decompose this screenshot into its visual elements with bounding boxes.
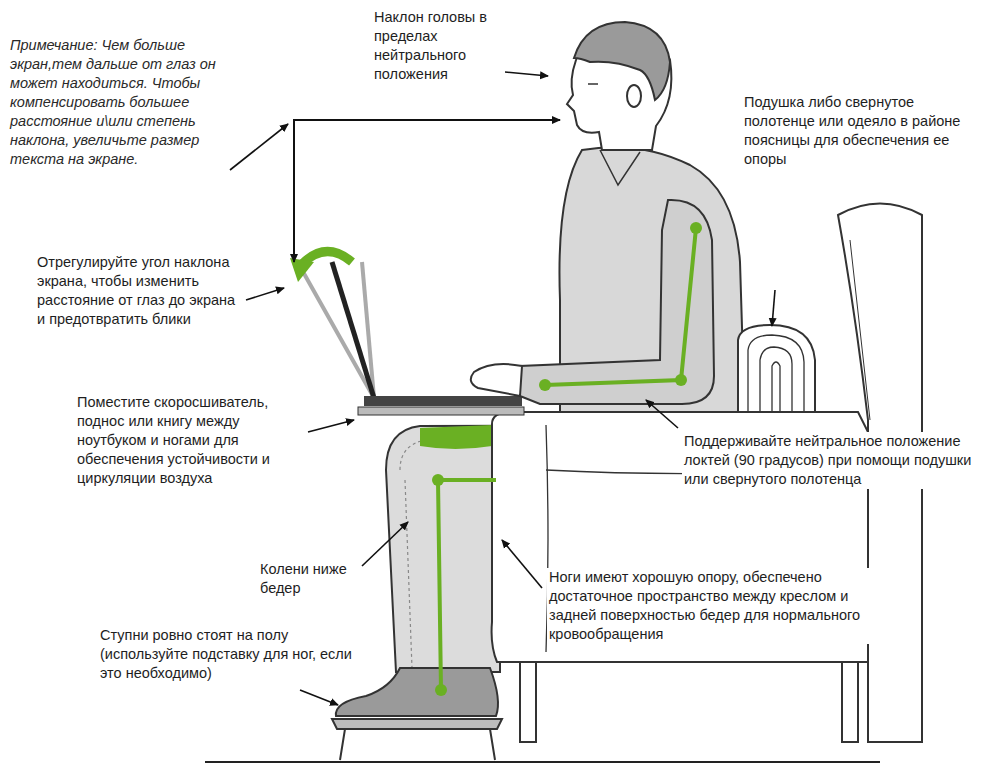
distance-lines-part [293, 119, 295, 262]
joint-dots-part [432, 474, 444, 486]
person-arm [471, 200, 714, 404]
lumbar-pillow-part [738, 325, 815, 420]
callout-label: Подушка либо свернутое полотенце или оде… [742, 93, 978, 169]
leader-arrows-part [246, 288, 284, 300]
posture-guides-part [438, 480, 496, 690]
callout-label: Ноги имеют хорошую опору, обеспечено дос… [547, 568, 877, 644]
joint-dots-part [690, 222, 702, 234]
leader-arrows-part [505, 72, 548, 76]
shoe-footrest-part [332, 719, 502, 729]
distance-lines [294, 119, 560, 262]
laptop-part [358, 407, 524, 415]
person-head-part [588, 83, 598, 85]
person-leg-part [420, 425, 492, 449]
callout-label: Поддерживайте нейтральное положение локт… [682, 432, 978, 489]
lumbar-pillow [738, 325, 815, 420]
callout-label: Колени ниже бедер [258, 560, 360, 598]
leader-arrows-part [646, 400, 678, 428]
person-head-part [627, 85, 641, 107]
joint-dots-part [675, 374, 687, 386]
lumbar-pillow-part [760, 347, 792, 420]
leader-arrows-part [230, 124, 288, 170]
distance-lines-part [294, 119, 560, 121]
callout-label: Ступни ровно стоят на полу (используйте … [98, 626, 370, 683]
leader-arrows-part [772, 290, 775, 326]
posture-guides-part [545, 228, 696, 385]
laptop-part [364, 396, 522, 406]
laptop-part [332, 262, 374, 398]
callout-label: Отрегулируйте угол наклона экрана, чтобы… [35, 253, 243, 329]
note-text: Примечание: Чем больше экран,тем дальше … [8, 36, 226, 169]
person-head-part [574, 22, 670, 100]
armchair-back-part [850, 240, 870, 420]
leader-arrows-part [502, 540, 542, 588]
joint-dots-part [435, 684, 447, 696]
leader-arrows-part [362, 522, 408, 566]
laptop [290, 251, 524, 415]
leader-arrows-part [308, 420, 354, 432]
leader-arrows-part [300, 690, 338, 705]
shoe-footrest-part [340, 729, 495, 760]
armchair-front-part [520, 662, 536, 742]
person-leg-part [400, 440, 425, 668]
person-head [567, 22, 671, 150]
callout-label: Наклон головы в пределах нейтрального по… [372, 8, 496, 84]
person-arm-part [520, 200, 714, 404]
joint-dots-part [539, 379, 551, 391]
person-torso-part [600, 150, 640, 185]
person-arm-part [471, 364, 522, 396]
armchair-front-part [842, 662, 858, 742]
floor-line [205, 761, 880, 763]
lumbar-pillow-part [748, 335, 804, 420]
callout-label: Поместите скоросшиватель, поднос или кни… [75, 393, 303, 488]
